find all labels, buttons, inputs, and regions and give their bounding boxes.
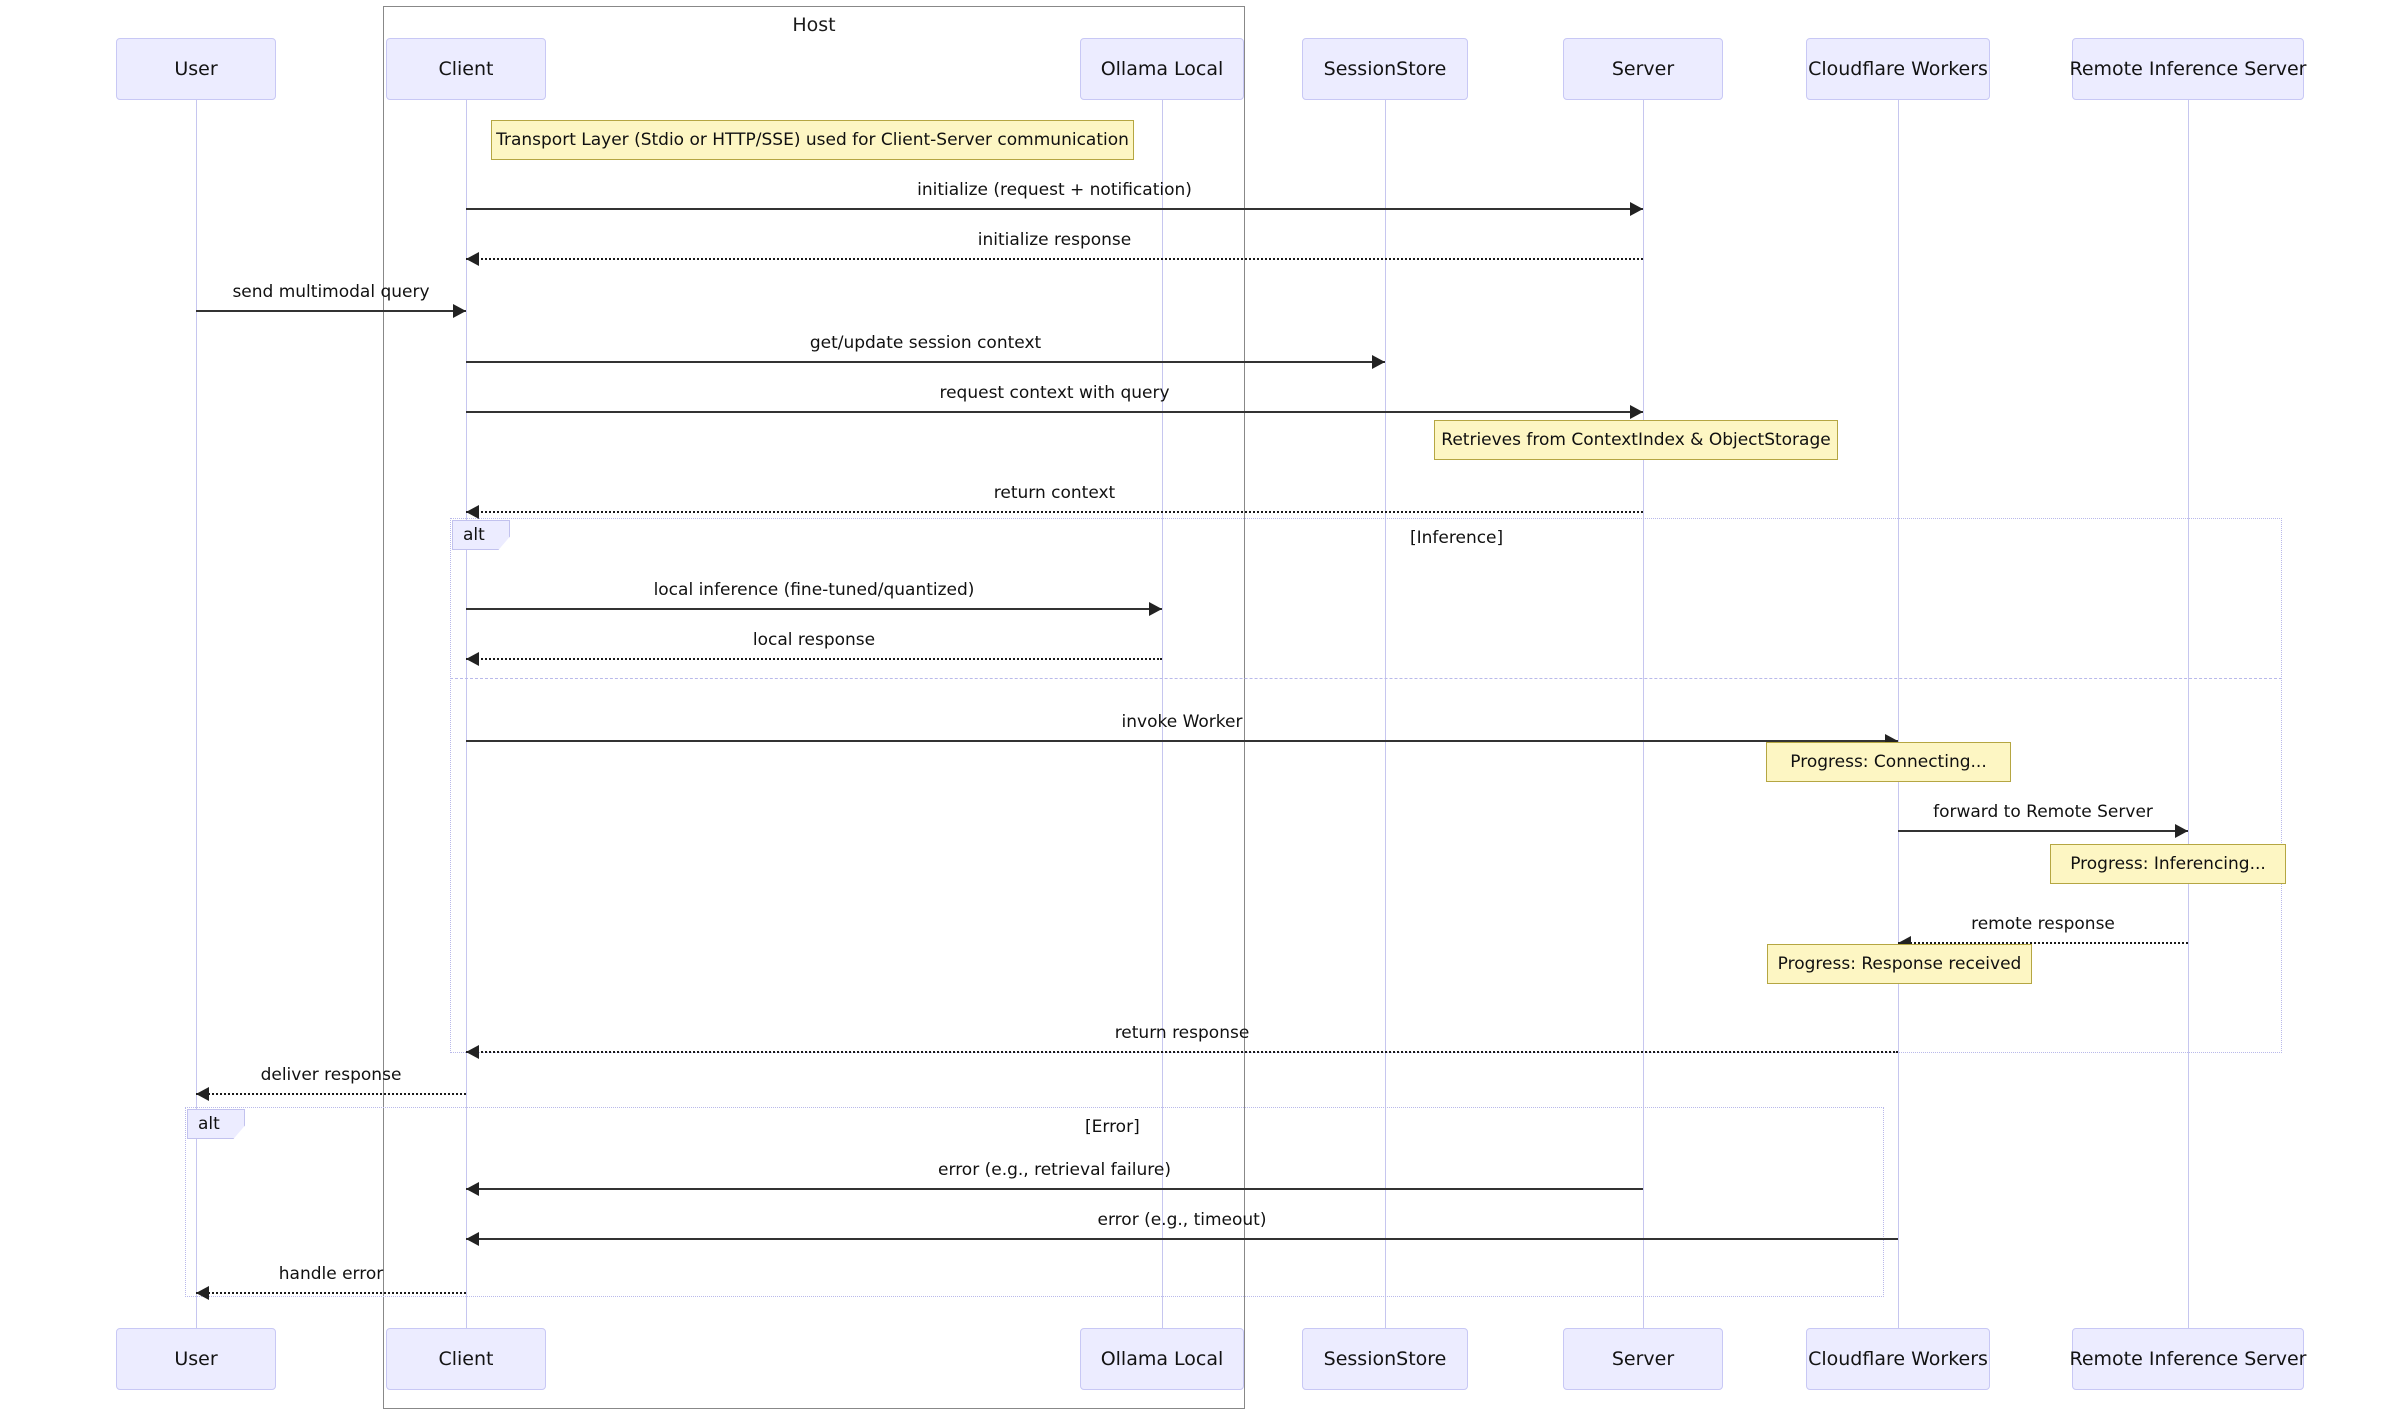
fragment-divider xyxy=(450,678,2282,679)
participant-user[interactable]: User xyxy=(116,38,276,100)
message-line-m14 xyxy=(466,1188,1643,1190)
arrow-head-left xyxy=(466,505,479,519)
arrow-head-right xyxy=(1630,405,1643,419)
message-line-m4 xyxy=(466,361,1385,363)
message-label-m1: initialize (request + notification) xyxy=(917,180,1192,200)
message-label-m16: handle error xyxy=(278,1264,384,1284)
arrow-head-right xyxy=(1149,602,1162,616)
arrow-head-right xyxy=(1630,202,1643,216)
message-label-m8: local response xyxy=(752,630,876,650)
message-label-m10: forward to Remote Server xyxy=(1933,802,2153,822)
arrow-head-right xyxy=(453,304,466,318)
participant-remote[interactable]: Remote Inference Server xyxy=(2070,38,2307,100)
fragment-operator-label: alt xyxy=(452,520,510,550)
message-label-m9: invoke Worker xyxy=(1121,712,1243,732)
arrow-head-left xyxy=(196,1286,209,1300)
lifeline-user xyxy=(196,100,197,1328)
message-label-m12: return response xyxy=(1114,1023,1250,1043)
message-line-m1 xyxy=(466,208,1643,210)
arrow-head-left xyxy=(466,652,479,666)
message-label-m6: return context xyxy=(993,483,1116,503)
message-label-m4: get/update session context xyxy=(809,333,1042,353)
note-connecting: Progress: Connecting... xyxy=(1766,742,2011,782)
message-line-m2 xyxy=(466,258,1643,260)
message-line-m15 xyxy=(466,1238,1898,1240)
message-line-m8 xyxy=(466,658,1162,660)
message-line-m9 xyxy=(466,740,1898,742)
message-label-m3: send multimodal query xyxy=(232,282,430,302)
message-line-m6 xyxy=(466,511,1643,513)
fragment-alt-1 xyxy=(185,1107,1884,1297)
message-label-m2: initialize response xyxy=(977,230,1132,250)
arrow-head-left xyxy=(466,252,479,266)
participant-server[interactable]: Server xyxy=(1563,38,1723,100)
lifeline-ollama xyxy=(1162,100,1163,1328)
message-line-m16 xyxy=(196,1292,466,1294)
lifeline-server xyxy=(1643,100,1644,1328)
message-line-m5 xyxy=(466,411,1643,413)
message-label-m15: error (e.g., timeout) xyxy=(1097,1210,1267,1230)
participant-bottom-server[interactable]: Server xyxy=(1563,1328,1723,1390)
arrow-head-left xyxy=(466,1232,479,1246)
message-label-m14: error (e.g., retrieval failure) xyxy=(938,1160,1171,1180)
participant-worker[interactable]: Cloudflare Workers xyxy=(1806,38,1990,100)
lifeline-worker xyxy=(1898,100,1899,1328)
fragment-operator-label: alt xyxy=(187,1109,245,1139)
arrow-head-left xyxy=(196,1087,209,1101)
message-label-m11: remote response xyxy=(1971,914,2115,934)
note-transport: Transport Layer (Stdio or HTTP/SSE) used… xyxy=(491,120,1134,160)
message-label-m7: local inference (fine-tuned/quantized) xyxy=(653,580,975,600)
message-label-m13: deliver response xyxy=(260,1065,402,1085)
participant-ollama[interactable]: Ollama Local xyxy=(1080,38,1244,100)
participant-bottom-ollama[interactable]: Ollama Local xyxy=(1080,1328,1244,1390)
note-received: Progress: Response received xyxy=(1767,944,2032,984)
group-label-host: Host xyxy=(792,14,836,36)
participant-bottom-client[interactable]: Client xyxy=(386,1328,546,1390)
participant-client[interactable]: Client xyxy=(386,38,546,100)
arrow-head-right xyxy=(1372,355,1385,369)
message-label-m5: request context with query xyxy=(939,383,1170,403)
message-line-m12 xyxy=(466,1051,1898,1053)
participant-bottom-worker[interactable]: Cloudflare Workers xyxy=(1806,1328,1990,1390)
message-line-m11 xyxy=(1898,942,2188,944)
fragment-condition-label: [Error] xyxy=(1085,1117,1140,1137)
note-inferencing: Progress: Inferencing... xyxy=(2050,844,2286,884)
message-line-m10 xyxy=(1898,830,2188,832)
message-line-m7 xyxy=(466,608,1162,610)
participant-bottom-user[interactable]: User xyxy=(116,1328,276,1390)
participant-bottom-remote[interactable]: Remote Inference Server xyxy=(2070,1328,2307,1390)
message-line-m13 xyxy=(196,1093,466,1095)
lifeline-client xyxy=(466,100,467,1328)
participant-bottom-session[interactable]: SessionStore xyxy=(1302,1328,1468,1390)
participant-session[interactable]: SessionStore xyxy=(1302,38,1468,100)
fragment-condition-label: [Inference] xyxy=(1410,528,1504,548)
lifeline-session xyxy=(1385,100,1386,1328)
lifeline-remote xyxy=(2188,100,2189,1328)
arrow-head-left xyxy=(466,1182,479,1196)
arrow-head-left xyxy=(466,1045,479,1059)
arrow-head-right xyxy=(2175,824,2188,838)
note-retrieves: Retrieves from ContextIndex & ObjectStor… xyxy=(1434,420,1838,460)
message-line-m3 xyxy=(196,310,466,312)
